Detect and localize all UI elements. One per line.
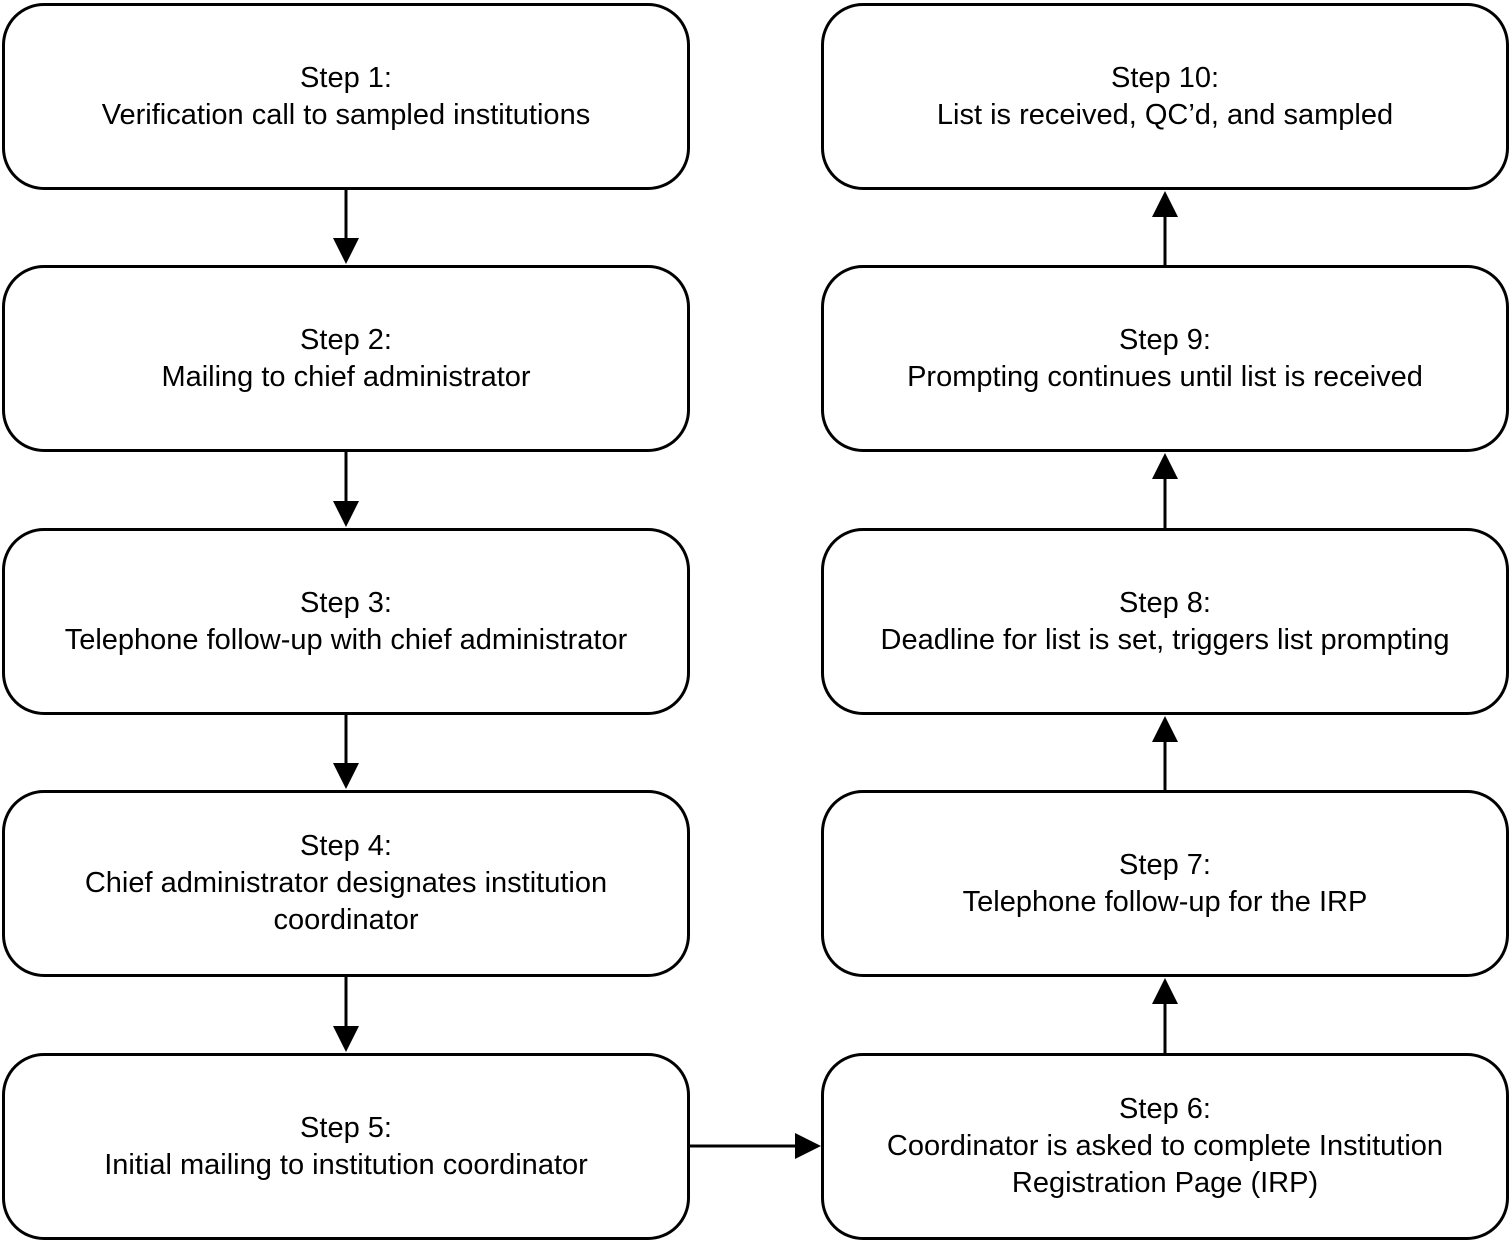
step-7-text: Telephone follow-up for the IRP bbox=[962, 885, 1368, 918]
step-2-label: Step 2: bbox=[300, 323, 392, 356]
step-7-label: Step 7: bbox=[1119, 848, 1211, 881]
step-3-box: Step 3: Telephone follow-up with chief a… bbox=[2, 528, 690, 715]
arrow-step8-to-step9 bbox=[1152, 453, 1178, 528]
step-10-box: Step 10: List is received, QC’d, and sam… bbox=[821, 3, 1509, 190]
arrow-step1-to-step2 bbox=[333, 190, 359, 264]
arrow-step9-to-step10 bbox=[1152, 191, 1178, 265]
step-4-text: Chief administrator designates instituti… bbox=[84, 867, 608, 936]
step-8-text: Deadline for list is set, triggers list … bbox=[880, 623, 1450, 656]
step-6-box: Step 6: Coordinator is asked to complete… bbox=[821, 1053, 1509, 1240]
step-4-label: Step 4: bbox=[300, 830, 392, 862]
step-6-label: Step 6: bbox=[1119, 1093, 1211, 1125]
step-2-text: Mailing to chief administrator bbox=[161, 360, 531, 393]
step-2-box: Step 2: Mailing to chief administrator bbox=[2, 265, 690, 452]
step-4-box: Step 4: Chief administrator designates i… bbox=[2, 790, 690, 977]
step-6-text: Coordinator is asked to complete Institu… bbox=[886, 1130, 1444, 1199]
step-1-text: Verification call to sampled institution… bbox=[101, 98, 591, 131]
step-9-text: Prompting continues until list is receiv… bbox=[907, 360, 1423, 393]
arrow-step6-to-step7 bbox=[1152, 978, 1178, 1053]
arrow-step2-to-step3 bbox=[333, 452, 359, 527]
step-3-text: Telephone follow-up with chief administr… bbox=[64, 623, 628, 656]
step-5-label: Step 5: bbox=[300, 1111, 392, 1144]
step-8-box: Step 8: Deadline for list is set, trigge… bbox=[821, 528, 1509, 715]
step-3-label: Step 3: bbox=[300, 586, 392, 619]
step-1-box: Step 1: Verification call to sampled ins… bbox=[2, 3, 690, 190]
step-7-box: Step 7: Telephone follow-up for the IRP bbox=[821, 790, 1509, 977]
step-8-label: Step 8: bbox=[1119, 586, 1211, 619]
step-9-label: Step 9: bbox=[1119, 323, 1211, 356]
arrow-step7-to-step8 bbox=[1152, 716, 1178, 790]
step-9-box: Step 9: Prompting continues until list i… bbox=[821, 265, 1509, 452]
step-5-text: Initial mailing to institution coordinat… bbox=[104, 1148, 588, 1181]
step-1-label: Step 1: bbox=[300, 61, 392, 94]
arrow-step4-to-step5 bbox=[333, 977, 359, 1052]
step-10-label: Step 10: bbox=[1110, 61, 1220, 94]
step-5-box: Step 5: Initial mailing to institution c… bbox=[2, 1053, 690, 1240]
step-10-text: List is received, QC’d, and sampled bbox=[936, 98, 1394, 131]
arrow-step3-to-step4 bbox=[333, 715, 359, 789]
arrow-step5-to-step6 bbox=[690, 1133, 821, 1159]
